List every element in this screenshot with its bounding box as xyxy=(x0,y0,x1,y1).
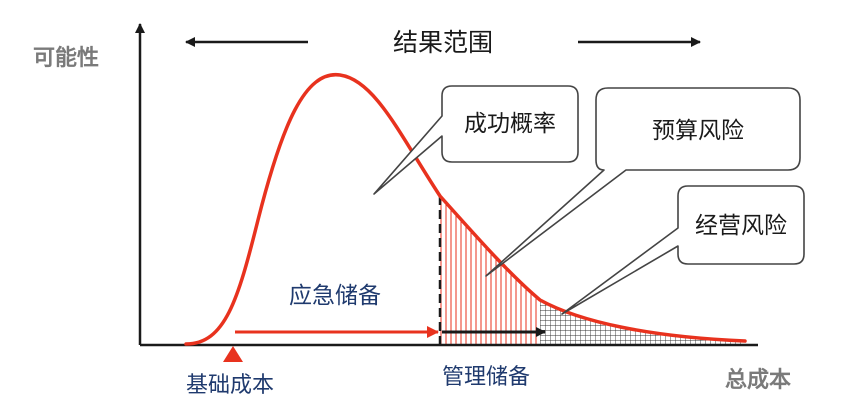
y-axis-label: 可能性 xyxy=(33,45,99,71)
x-axis-label: 总成本 xyxy=(725,367,791,393)
business-risk-label: 经营风险 xyxy=(695,213,787,239)
contingency-label: 应急储备 xyxy=(289,283,381,309)
callout-budget-risk xyxy=(485,87,801,277)
budget-risk-region xyxy=(440,196,540,345)
probability-curve xyxy=(184,73,747,346)
budget-risk-label: 预算风险 xyxy=(652,118,744,144)
base-cost-label: 基础成本 xyxy=(186,373,274,398)
success-probability-label: 成功概率 xyxy=(464,111,556,137)
callout-business-risk xyxy=(561,185,805,315)
business-risk-region xyxy=(540,300,745,345)
base-cost-marker xyxy=(223,346,243,362)
management-reserve-label: 管理储备 xyxy=(442,365,530,390)
callout-success xyxy=(373,85,579,195)
range-label: 结果范围 xyxy=(393,28,493,57)
